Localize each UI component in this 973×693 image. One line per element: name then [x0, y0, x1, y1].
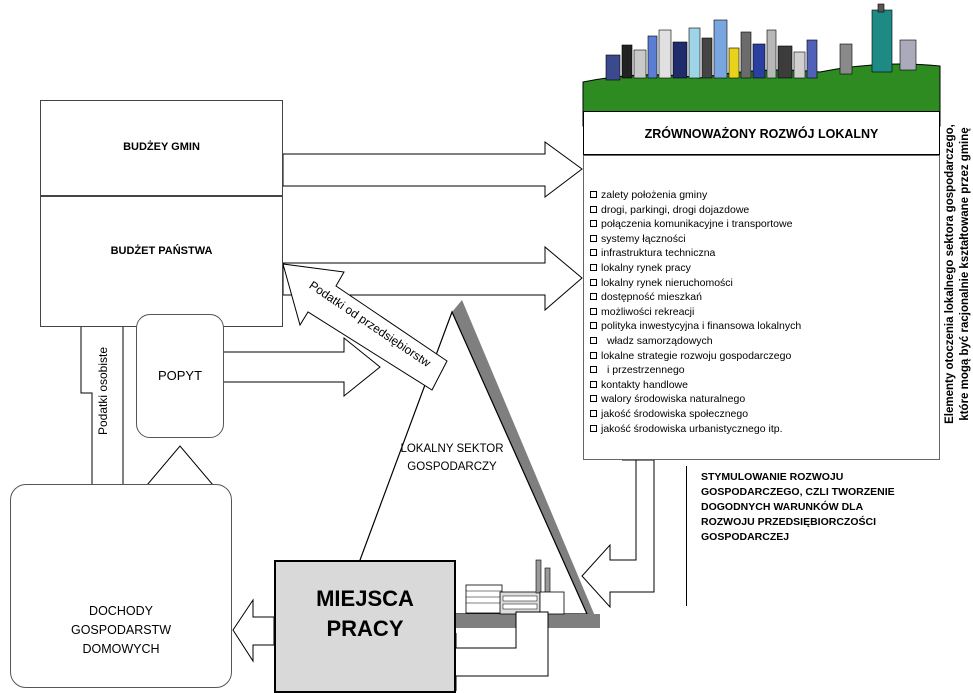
- personal-taxes-label: Podatki osobiste: [96, 346, 110, 436]
- jobs-box: MIEJSCA PRACY: [274, 560, 456, 693]
- stimulation-line: STYMULOWANIE ROZWOJU: [701, 471, 844, 483]
- environment-factors-box: zalety położenia gminy drogi, parkingi, …: [583, 155, 940, 460]
- household-income-box: DOCHODY GOSPODARSTW DOMOWYCH: [10, 484, 232, 688]
- arrow-factors-down: [581, 459, 655, 609]
- factory-illustration: [465, 559, 565, 615]
- municipal-budget-label: BUDŻEY GMIN: [123, 141, 200, 153]
- household-line1: DOCHODY: [89, 604, 153, 618]
- factor-item: systemy łączności: [590, 232, 801, 247]
- local-sector-label: LOKALNY SEKTOR GOSPODARCZY: [372, 440, 532, 476]
- sustainable-development-box: ZRÓWNOWAŻONY ROZWÓJ LOKALNY: [583, 111, 940, 155]
- side-caption-line1: Elementy otoczenia lokalnego sektora gos…: [944, 124, 956, 424]
- state-budget-box: BUDŻET PAŃSTWA: [40, 196, 283, 327]
- household-line3: DOMOWYCH: [82, 642, 160, 656]
- sustainable-development-title: ZRÓWNOWAŻONY ROZWÓJ LOKALNY: [644, 127, 879, 141]
- demand-box: POPYT: [136, 314, 224, 438]
- factor-item: kontakty handlowe: [590, 378, 801, 393]
- factor-item: polityka inwestycyjna i finansowa lokaln…: [590, 319, 801, 334]
- city-skyline-illustration: [582, 3, 941, 127]
- factor-item: połączenia komunikacyjne i transportowe: [590, 217, 801, 232]
- side-caption-line2: które mogą być racjonalnie kształtowane …: [959, 127, 971, 421]
- local-sector-line1: LOKALNY SEKTOR: [400, 443, 504, 455]
- factor-item: lokalne strategie rozwoju gospodarczego: [590, 349, 801, 364]
- factor-item: infrastruktura techniczna: [590, 246, 801, 261]
- arrow-budget-gmin: [282, 141, 583, 199]
- factor-item: drogi, parkingi, drogi dojazdowe: [590, 203, 801, 218]
- stimulation-line: ROZWOJU PRZEDSIĘBIORCZOŚCI: [701, 516, 877, 528]
- stimulation-text: STYMULOWANIE ROZWOJU GOSPODARCZEGO, CZLI…: [686, 466, 937, 606]
- factor-item: możliwości rekreacji: [590, 305, 801, 320]
- factors-list: zalety położenia gminy drogi, parkingi, …: [590, 188, 801, 436]
- stimulation-line: GOSPODARCZEGO, CZLI TWORZENIE: [701, 486, 895, 498]
- jobs-line2: PRACY: [326, 616, 404, 641]
- arrow-corporate-taxes: [282, 263, 448, 391]
- jobs-line1: MIEJSCA: [316, 586, 414, 611]
- state-budget-label: BUDŻET PAŃSTWA: [110, 245, 213, 257]
- factor-item: jakość środowiska społecznego: [590, 407, 801, 422]
- demand-label: POPYT: [157, 368, 203, 383]
- factor-item-continuation: i przestrzennego: [590, 363, 801, 378]
- factor-item-continuation: władz samorządowych: [590, 334, 801, 349]
- household-income-label: DOCHODY GOSPODARSTW DOMOWYCH: [11, 602, 231, 659]
- arrow-popyt-to-sector: [207, 336, 381, 398]
- factor-item: walory środowiska naturalnego: [590, 392, 801, 407]
- jobs-label: MIEJSCA PRACY: [276, 584, 454, 644]
- factor-item: lokalny rynek pracy: [590, 261, 801, 276]
- stimulation-line: GOSPODARCZEJ: [701, 531, 790, 543]
- factor-item: jakość środowiska urbanistycznego itp.: [590, 422, 801, 437]
- arrow-jobs-to-households: [232, 598, 275, 663]
- factor-item: dostępność mieszkań: [590, 290, 801, 305]
- household-line2: GOSPODARSTW: [70, 623, 171, 637]
- stimulation-line: DOGODNYCH WARUNKÓW DLA: [701, 501, 864, 513]
- factor-item: zalety położenia gminy: [590, 188, 801, 203]
- municipal-budget-box: BUDŻEY GMIN: [40, 100, 283, 196]
- local-sector-line2: GOSPODARCZY: [407, 461, 497, 473]
- factor-item: lokalny rynek nieruchomości: [590, 276, 801, 291]
